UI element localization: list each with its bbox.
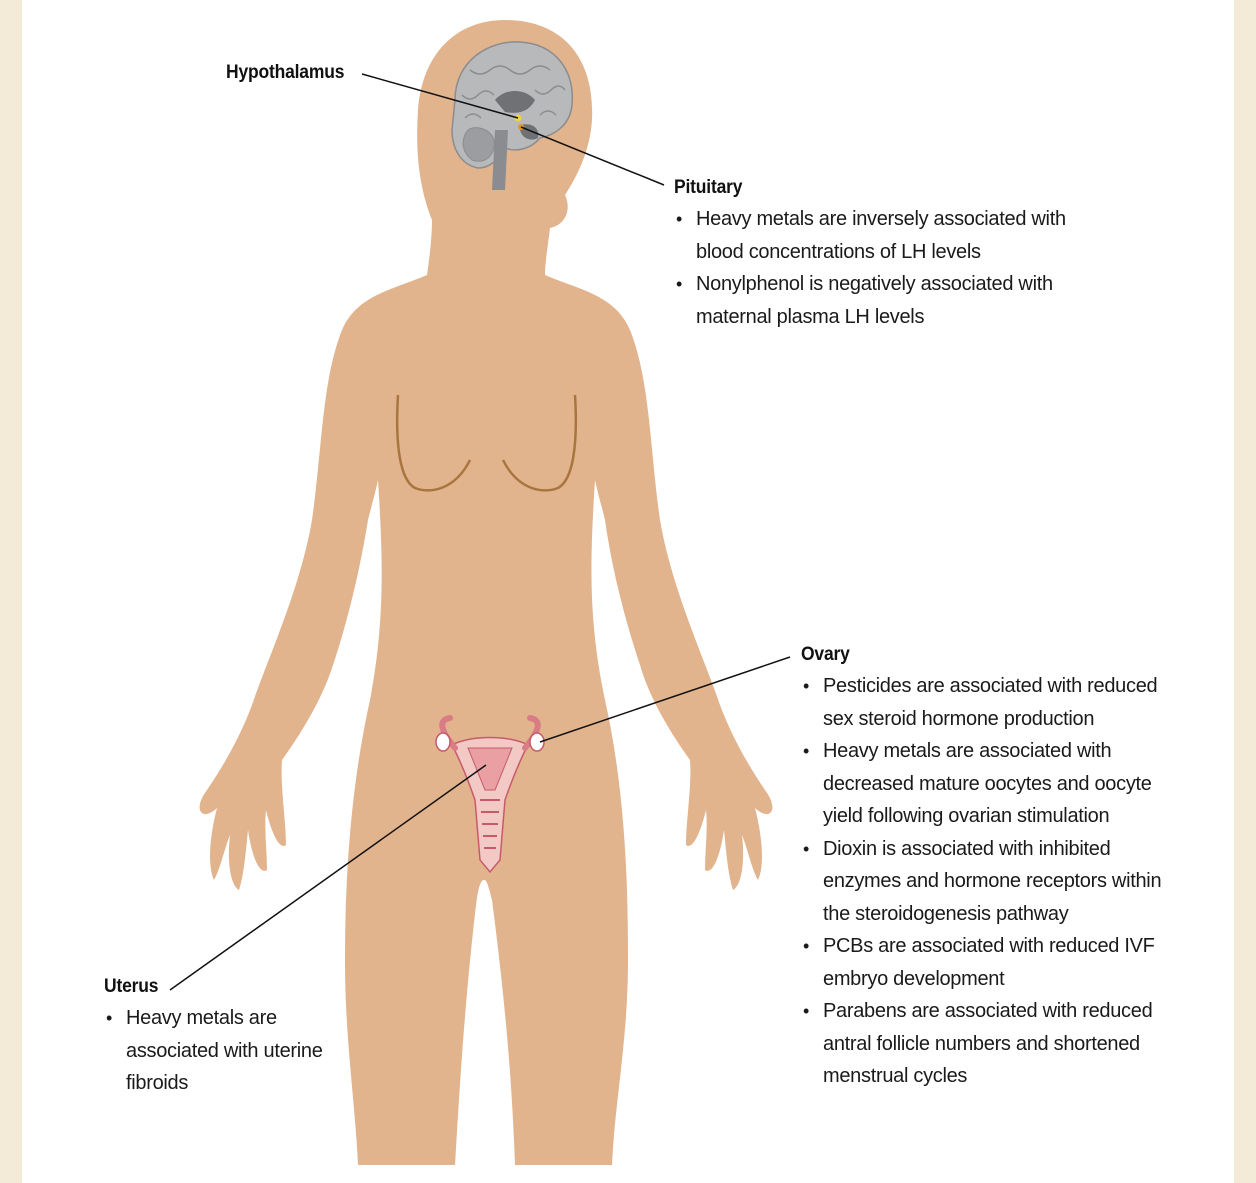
list-item: Heavy metals are associated with uterine… — [104, 1002, 374, 1100]
uterus-list: Heavy metals are associated with uterine… — [104, 1002, 374, 1100]
pituitary-title: Pituitary — [674, 177, 1042, 199]
list-item: Dioxin is associated with inhibited enzy… — [801, 833, 1171, 931]
uterus-label-block: Uterus Heavy metals are associated with … — [104, 976, 374, 1100]
list-item: Pesticides are associated with reduced s… — [801, 670, 1171, 735]
pituitary-list: Heavy metals are inversely associated wi… — [674, 203, 1074, 333]
list-item: Heavy metals are inversely associated wi… — [674, 203, 1074, 268]
ovary-list: Pesticides are associated with reduced s… — [801, 670, 1171, 1093]
hypothalamus-title: Hypothalamus — [226, 62, 344, 84]
hypothalamus-label-block: Hypothalamus — [226, 62, 355, 84]
list-item: PCBs are associated with reduced IVF emb… — [801, 930, 1171, 995]
ovary-title: Ovary — [801, 644, 1141, 666]
list-item: Nonylphenol is negatively associated wit… — [674, 268, 1074, 333]
list-item: Heavy metals are associated with decreas… — [801, 735, 1171, 833]
list-item: Parabens are associated with reduced ant… — [801, 995, 1171, 1093]
uterus-title: Uterus — [104, 976, 352, 998]
ovary-label-block: Ovary Pesticides are associated with red… — [801, 644, 1171, 1093]
pituitary-label-block: Pituitary Heavy metals are inversely ass… — [674, 177, 1074, 333]
